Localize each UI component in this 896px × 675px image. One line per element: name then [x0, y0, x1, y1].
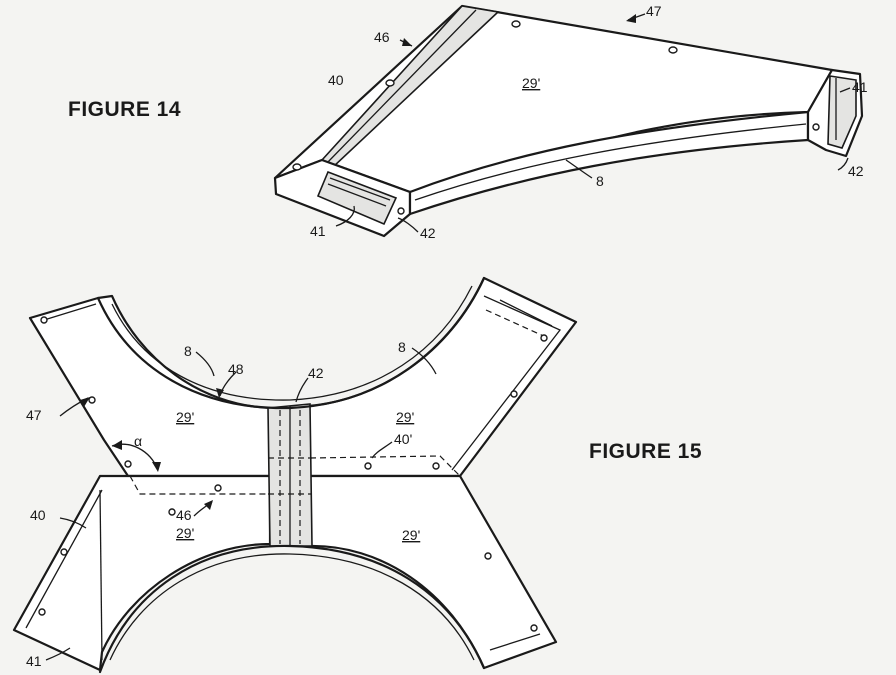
figure-14-title: FIGURE 14 — [68, 98, 181, 121]
fig14-label-40: 40 — [328, 72, 344, 88]
figure-15: FIGURE 15 8 8 48 42 47 29' 29' 40' α 40 … — [12, 276, 702, 674]
fig14-label-8: 8 — [596, 173, 604, 189]
fig14-hole — [397, 207, 405, 215]
fig14-hole — [668, 46, 678, 54]
fig14-label-42-left: 42 — [420, 225, 436, 241]
fig14-label-29: 29' — [522, 75, 540, 91]
fig15-hole — [38, 608, 46, 616]
fig15-label-40-prime: 40' — [394, 431, 412, 447]
fig15-hole — [484, 552, 492, 560]
fig15-fold-line — [129, 475, 270, 495]
fig15-hole — [510, 390, 518, 398]
fig15-label-alpha: α — [134, 433, 142, 449]
fig15-label-42: 42 — [308, 365, 324, 381]
fig15-hole — [540, 334, 548, 342]
fig15-lower-left-arm — [12, 474, 272, 672]
fig15-hole — [364, 462, 372, 470]
fig15-hole — [432, 462, 440, 470]
figure-14: FIGURE 14 47 46 40 29' 41 42 8 41 42 — [68, 3, 868, 241]
fig15-hole — [168, 508, 176, 516]
fig15-label-29-lower-left: 29' — [176, 525, 194, 541]
fig15-hole — [88, 396, 96, 404]
fig14-label-46: 46 — [374, 29, 390, 45]
fig15-label-41: 41 — [26, 653, 42, 669]
fig15-hole — [60, 548, 68, 556]
fig15-lower-curve — [98, 544, 486, 674]
fig15-hole — [530, 624, 538, 632]
fig15-hole — [124, 460, 132, 468]
fig15-hole — [40, 316, 48, 324]
fig15-label-46: 46 — [176, 507, 192, 523]
fig15-label-47: 47 — [26, 407, 42, 423]
fig15-fold-line — [309, 455, 461, 477]
figure-15-title: FIGURE 15 — [589, 440, 702, 463]
fig14-hole — [812, 123, 820, 131]
fig15-upper-right-arm — [306, 276, 578, 478]
fig14-label-42-right: 42 — [848, 163, 864, 179]
fig14-hole — [385, 79, 395, 87]
fig15-hole — [214, 484, 222, 492]
fig14-label-41-right: 41 — [852, 79, 868, 95]
fig14-label-47: 47 — [646, 3, 662, 19]
fig15-label-8-left: 8 — [184, 343, 192, 359]
fig15-label-40: 40 — [30, 507, 46, 523]
fig15-label-48: 48 — [228, 361, 244, 377]
fig15-label-29-upper-left: 29' — [176, 409, 194, 425]
fig14-left-channel-inner — [316, 170, 398, 226]
fig14-hole — [292, 163, 302, 171]
fig14-hole — [511, 20, 521, 28]
fig15-label-29-upper-right: 29' — [396, 409, 414, 425]
fig15-label-8-right: 8 — [398, 339, 406, 355]
fig15-upper-left-arm — [28, 294, 272, 478]
fig15-label-29-lower-right: 29' — [402, 527, 420, 543]
fig15-upper-curve — [96, 276, 486, 410]
fig15-lower-right-arm — [306, 474, 558, 670]
fig14-label-41-left: 41 — [310, 223, 326, 239]
